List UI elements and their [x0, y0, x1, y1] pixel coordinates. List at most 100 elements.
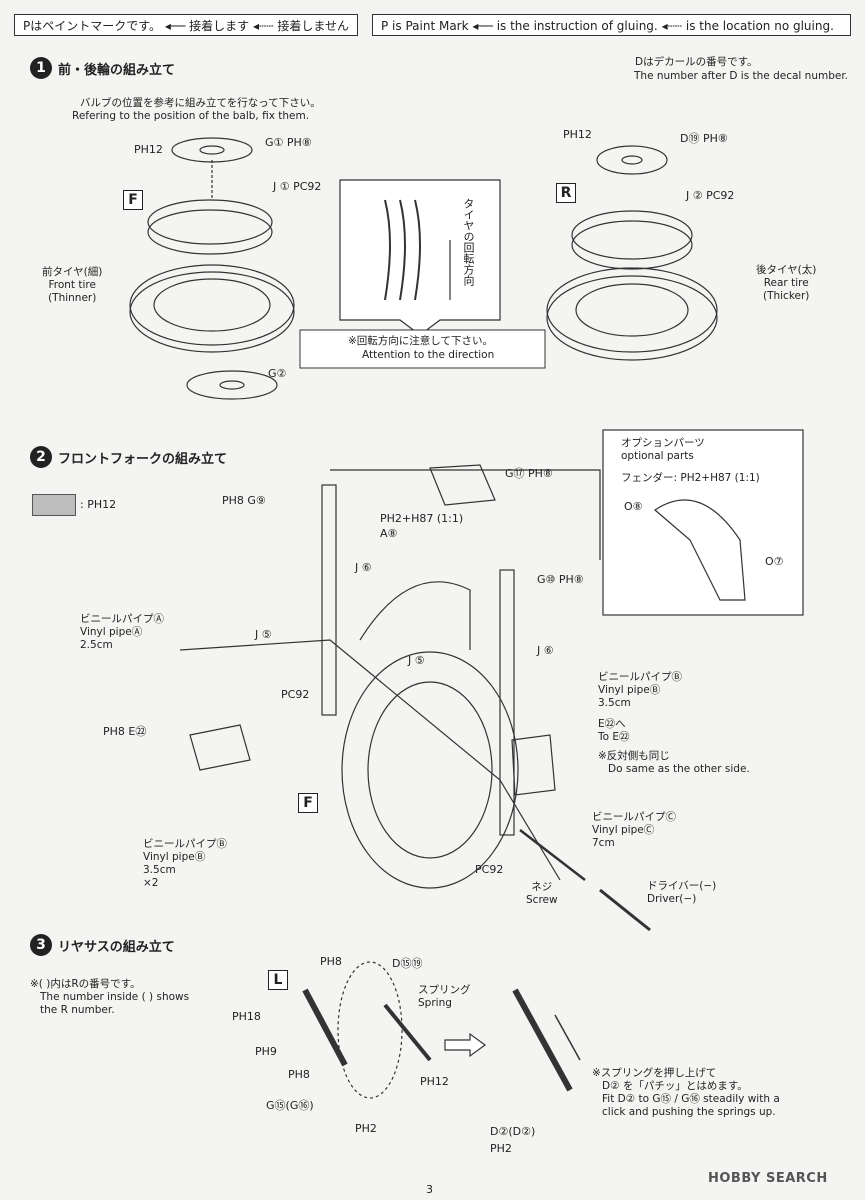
part-label: O⑦ — [765, 555, 784, 568]
front-box-label: F — [298, 793, 318, 813]
push-note-2: D② を「パチッ」とはめます。 — [602, 1080, 748, 1092]
decal-label: D⑮⑲ — [392, 957, 423, 970]
rear-box-label: R — [556, 183, 576, 203]
vinyl-c-jp: ビニールパイプⒸ — [592, 811, 676, 823]
front-tire — [129, 264, 295, 346]
part-label: J ① PC92 — [273, 180, 322, 193]
decal-note-jp: Dはデカールの番号です。 — [635, 56, 758, 68]
screwdriver — [599, 888, 651, 932]
part-label: PH8 — [320, 955, 342, 968]
push-note-4: click and pushing the springs up. — [602, 1106, 776, 1118]
spring-en: Spring — [418, 997, 452, 1009]
option-title: オプションパーツ optional parts — [621, 437, 705, 463]
direction-note-jp: ※回転方向に注意して下さい。 — [348, 335, 493, 347]
rear-tire-size: (Thicker) — [762, 290, 810, 302]
vinyl-pipe-b-left: ビニールパイプⒷ Vinyl pipeⒷ 3.5cm ×2 — [143, 838, 227, 890]
driver-en: Driver(−) — [647, 893, 697, 905]
front-box-label: F — [123, 190, 143, 210]
spring — [383, 1003, 432, 1062]
fork-bridge — [429, 464, 496, 506]
front-tire-en: Front tire — [48, 279, 96, 291]
screw-label: ネジ Screw — [526, 881, 558, 907]
note-en-2: the R number. — [40, 1004, 115, 1016]
glue-arrow-icon: ◂── — [164, 19, 190, 33]
front-wheel-assembly — [341, 651, 519, 889]
front-brake-disc — [171, 137, 253, 163]
legend-jp-noglue: 接着しません — [277, 19, 349, 33]
section-title: リヤサスの組み立て — [58, 939, 175, 955]
vinyl-pipe-c: ビニールパイプⒸ Vinyl pipeⒸ 7cm — [592, 811, 676, 850]
front-fender — [359, 581, 471, 650]
brake-caliper-right — [511, 734, 556, 796]
rear-brake-disc — [596, 145, 668, 175]
push-note: ※スプリングを押し上げて D② を「パチッ」とはめます。 Fit D② to G… — [592, 1067, 780, 1119]
part-label: A⑧ — [380, 527, 398, 540]
front-tire-label: 前タイヤ(細) Front tire (Thinner) — [42, 266, 102, 305]
push-note-1: ※スプリングを押し上げて — [592, 1067, 717, 1079]
part-label: PH12 — [134, 143, 163, 156]
legend-en-noglue: is the location no gluing. — [685, 19, 834, 33]
watermark: HOBBY SEARCH — [708, 1171, 828, 1186]
vinyl-a-jp: ビニールパイプⒶ — [80, 613, 164, 625]
vinyl-a-len: 2.5cm — [80, 639, 113, 651]
section-number: 2 — [30, 446, 52, 468]
vinyl-pipe-b-right: ビニールパイプⒷ Vinyl pipeⒷ 3.5cm — [598, 671, 682, 710]
vinyl-b-jp: ビニールパイプⒷ — [598, 671, 682, 683]
driver-jp: ドライバー(−) — [647, 880, 717, 892]
decal-note-en: The number after D is the decal number. — [634, 70, 849, 82]
right-fork — [499, 569, 515, 836]
legend-en: P is Paint Mark ◂── is the instruction o… — [372, 14, 851, 36]
legend-en-paint: P is Paint Mark — [381, 19, 469, 33]
color-swatch — [32, 494, 76, 516]
part-label: J ⑥ — [355, 561, 372, 574]
spring-label: スプリング Spring — [418, 984, 471, 1010]
noglue-arrow-icon: ◂┄┄ — [253, 19, 278, 33]
vinyl-b2-jp: ビニールパイプⒷ — [143, 838, 227, 850]
vinyl-a-en: Vinyl pipeⒶ — [80, 626, 143, 638]
screw-en: Screw — [526, 894, 558, 906]
rear-tire-label: 後タイヤ(太) Rear tire (Thicker) — [756, 264, 816, 303]
same-side-en: Do same as the other side. — [608, 763, 750, 775]
section-title: フロントフォークの組み立て — [58, 451, 228, 467]
section-3-heading: 3 リヤサスの組み立て — [30, 934, 175, 956]
front-disc-2 — [186, 370, 278, 400]
part-label: PH2 — [490, 1142, 512, 1155]
vinyl-b2-en: Vinyl pipeⒷ — [143, 851, 206, 863]
part-label: PH2 — [355, 1122, 377, 1135]
part-label: PH9 — [255, 1045, 277, 1058]
part-label: G⑮(G⑯) — [266, 1099, 314, 1112]
driver-label: ドライバー(−) Driver(−) — [647, 880, 716, 906]
same-side-jp: ※反対側も同じ — [598, 750, 670, 762]
part-label: PC92 — [281, 688, 310, 701]
option-title-en: optional parts — [621, 450, 694, 462]
part-label: PH8 E㉒ — [103, 725, 147, 738]
to-e22-en: To E㉒ — [598, 731, 630, 743]
part-label: PH18 — [232, 1010, 261, 1023]
spring-jp: スプリング — [418, 984, 471, 996]
part-label: G② — [268, 367, 287, 380]
page-number: 3 — [426, 1183, 433, 1196]
part-label: G⑰ PH⑧ — [505, 467, 553, 480]
front-tire-jp: 前タイヤ(細) — [42, 266, 103, 278]
part-label: PC92 — [475, 863, 504, 876]
rear-wheel — [571, 210, 693, 260]
direction-note-en: Attention to the direction — [362, 349, 495, 361]
part-label: G⑩ PH⑧ — [537, 573, 584, 586]
part-label: PH12 — [563, 128, 592, 141]
vinyl-c-en: Vinyl pipeⒸ — [592, 824, 655, 836]
part-label: PH2+H87 (1:1) — [380, 512, 464, 525]
section-1-heading: 1 前・後輪の組み立て — [30, 57, 175, 79]
note-jp: ※( )内はRの番号です。 — [30, 978, 141, 990]
part-label: O⑧ — [624, 500, 643, 513]
front-tire-size: (Thinner) — [48, 292, 97, 304]
valve-note-jp: バルブの位置を参考に組み立てを行なって下さい。 — [80, 97, 321, 109]
rear-number-note: ※( )内はRの番号です。 The number inside ( ) show… — [30, 978, 189, 1017]
part-label: J ⑤ — [255, 628, 272, 641]
part-label: PH12 — [420, 1075, 449, 1088]
swatch-label: : PH12 — [80, 498, 117, 511]
part-label: D⑲ PH⑧ — [680, 132, 728, 145]
shock-body-left — [302, 988, 348, 1067]
shock-assembled — [512, 988, 573, 1092]
legend-jp-glue: 接着します — [189, 19, 250, 33]
legend-jp: Pはペイントマークです。 ◂── 接着します ◂┄┄ 接着しません — [14, 14, 358, 36]
